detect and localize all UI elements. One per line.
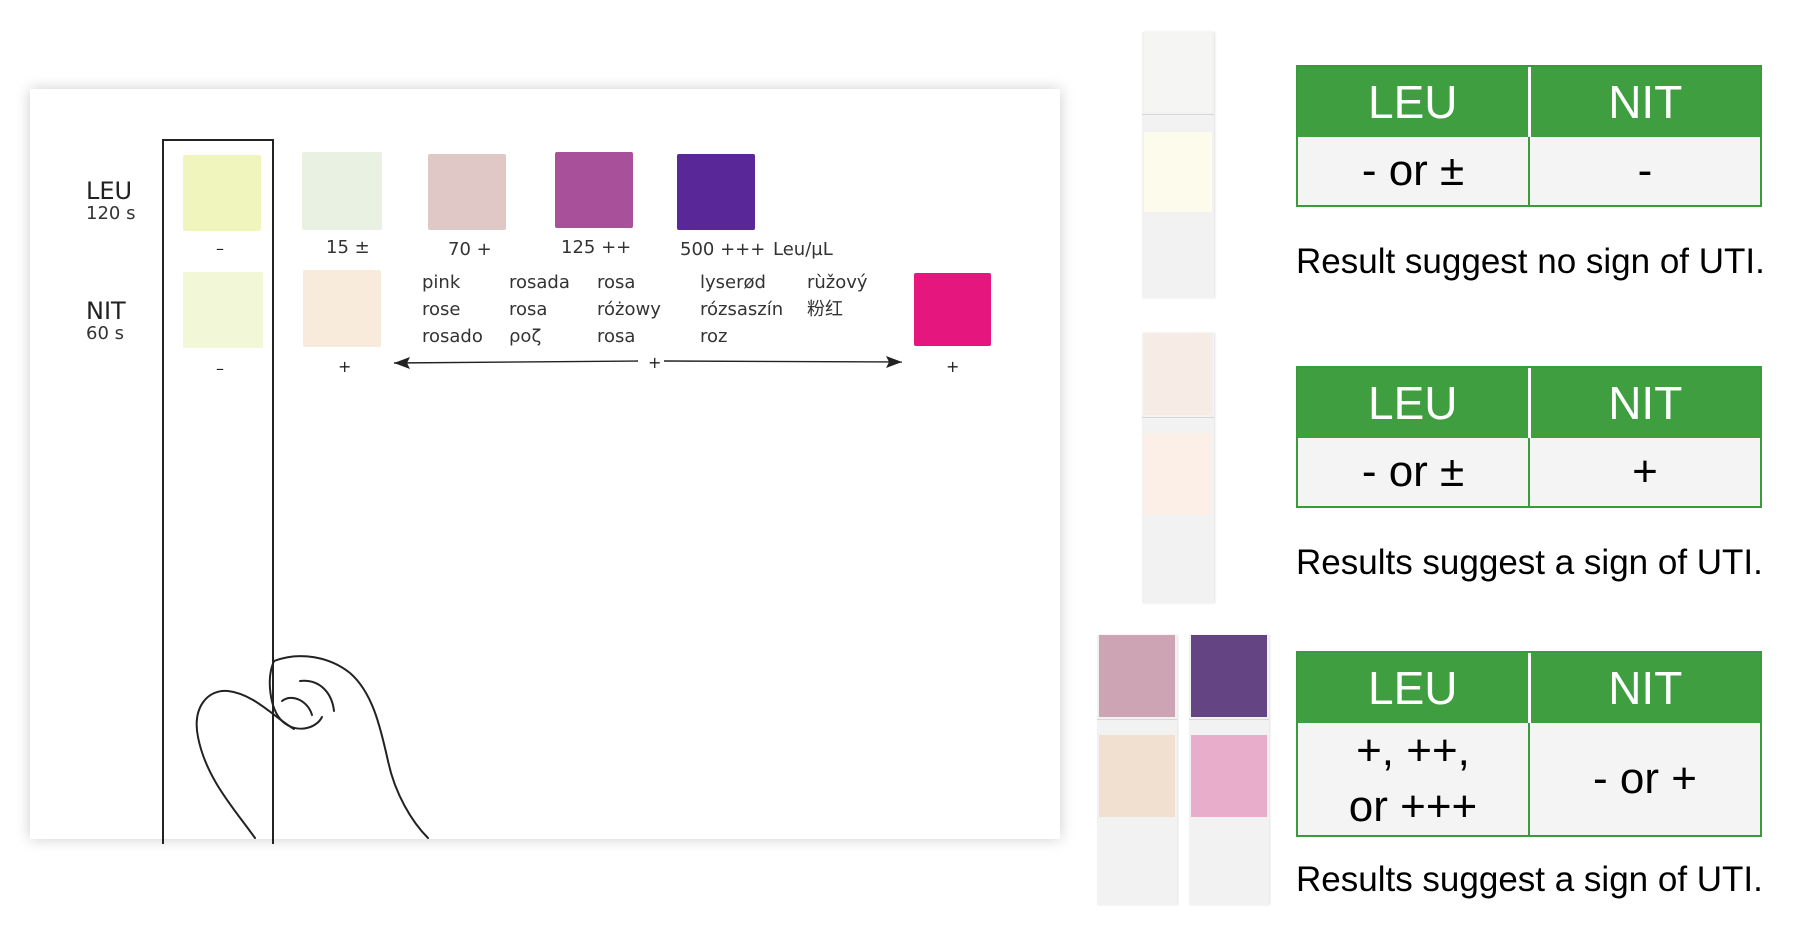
result-table-3: LEU NIT +, ++, or +++ - or +: [1296, 651, 1762, 837]
nit-mid-plus: +: [648, 353, 662, 372]
leu-header: LEU: [1368, 76, 1458, 128]
strip-2-leu-pad: [1144, 333, 1212, 415]
range-arrow: [393, 356, 903, 369]
test-strip-4: [1189, 635, 1269, 905]
leu-500-label: 500 +++: [680, 239, 766, 260]
leu-value: - or ±: [1361, 146, 1465, 195]
leu-15-swatch: [302, 152, 382, 230]
pink-words-col-1: pink rose rosado: [422, 272, 483, 347]
nit-positive-plus: +: [946, 357, 960, 376]
strip-divider: [1142, 417, 1214, 418]
nit-value: +: [1528, 438, 1760, 506]
leu-70-label: 70 +: [448, 239, 492, 260]
strip-3-nit-pad: [1099, 735, 1175, 817]
strip-3-leu-pad: [1099, 635, 1175, 717]
leu-unit-label: Leu/µL: [773, 239, 833, 260]
leu-125-swatch: [555, 152, 633, 228]
strip-4-leu-pad: [1191, 635, 1267, 717]
test-strip-3: [1097, 635, 1177, 905]
nit-negative-swatch: [183, 272, 263, 348]
leu-time: 120 s: [86, 203, 136, 224]
strip-outline: [162, 139, 274, 844]
nit-value: -: [1528, 137, 1760, 205]
nit-negative-symbol: –: [216, 359, 224, 378]
strip-divider: [1189, 719, 1269, 720]
nit-light-plus: +: [338, 357, 352, 376]
strip-2-nit-pad: [1144, 433, 1212, 515]
nit-light-swatch: [303, 270, 381, 347]
strip-divider: [1097, 719, 1177, 720]
test-strip-2: [1142, 333, 1214, 603]
leu-70-swatch: [428, 154, 506, 230]
result-text-2: Results suggest a sign of UTI.: [1296, 543, 1763, 582]
leu-header: LEU: [1368, 377, 1458, 429]
leu-value: +, ++, or +++: [1348, 726, 1478, 831]
leu-label: LEU: [86, 177, 133, 205]
nit-value: - or +: [1528, 723, 1760, 835]
nit-label: NIT: [86, 297, 126, 325]
pink-words-col-5: rùžový 粉红: [807, 272, 868, 320]
leu-125-label: 125 ++: [561, 237, 632, 258]
leu-value: - or ±: [1361, 447, 1465, 496]
leu-negative-swatch: [183, 155, 261, 231]
nit-header: NIT: [1527, 653, 1761, 723]
nit-header: NIT: [1527, 368, 1761, 438]
nit-header: NIT: [1527, 67, 1761, 137]
strip-4-nit-pad: [1191, 735, 1267, 817]
result-text-3: Results suggest a sign of UTI.: [1296, 860, 1763, 899]
pink-words-col-2: rosada rosa ροζ: [509, 272, 570, 347]
pink-words-col-3: rosa różowy rosa: [597, 272, 661, 347]
nit-time: 60 s: [86, 323, 125, 344]
strip-1-leu-pad: [1144, 32, 1212, 112]
pink-words-col-4: lyserød rózsaszín roz: [700, 272, 784, 347]
leu-500-swatch: [677, 154, 755, 230]
hand-drawing: [195, 655, 429, 839]
color-chart-card: LEU 120 s NIT 60 s – 15 ± 70 + 125 ++ 50…: [30, 89, 1060, 844]
test-strip-1: [1142, 32, 1214, 298]
result-table-1: LEU NIT - or ± -: [1296, 65, 1762, 207]
leu-negative-symbol: –: [216, 239, 224, 258]
leu-15-label: 15 ±: [326, 237, 370, 258]
result-text-1: Result suggest no sign of UTI.: [1296, 242, 1765, 281]
strip-1-nit-pad: [1144, 132, 1212, 212]
result-table-2: LEU NIT - or ± +: [1296, 366, 1762, 508]
leu-header: LEU: [1368, 662, 1458, 714]
nit-positive-swatch: [914, 273, 991, 346]
strip-divider: [1142, 114, 1214, 115]
